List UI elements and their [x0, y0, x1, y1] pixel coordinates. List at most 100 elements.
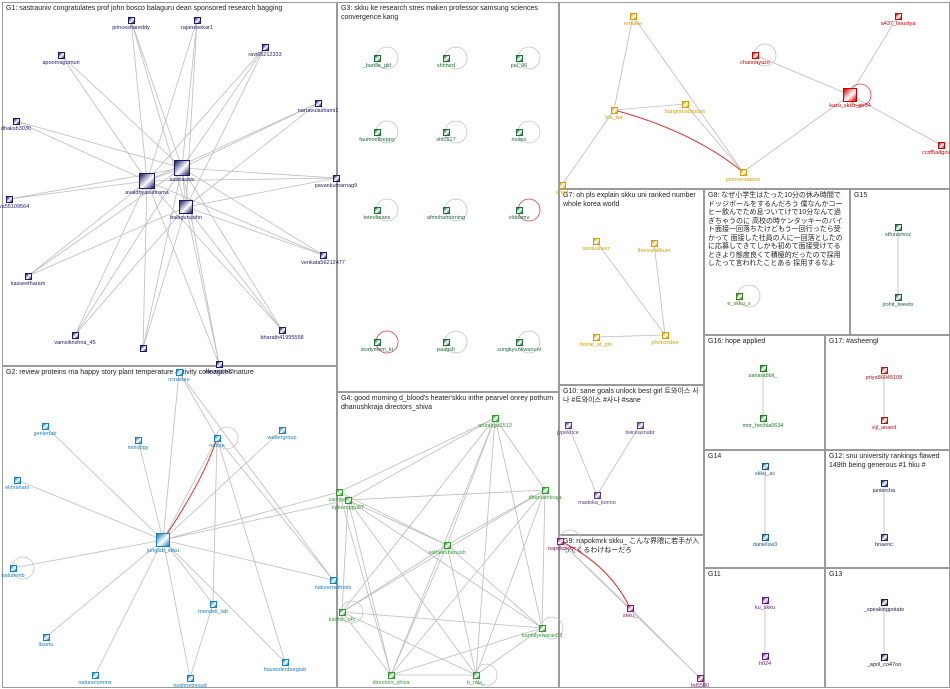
- node-madoka-konno[interactable]: [593, 491, 601, 499]
- group-title: G8: なぜ小学生はたった10分の休み時間でドッジボールをするんだろう 僕なんか…: [708, 192, 843, 267]
- node-molobgy[interactable]: [134, 436, 142, 444]
- node-stfuravivvz[interactable]: [894, 223, 902, 231]
- node-dhaksh3030[interactable]: [12, 117, 20, 125]
- node--bartlle-glrl[interactable]: [373, 54, 381, 62]
- node-kanhilyeaaran03[interactable]: [538, 624, 546, 632]
- node-jypekrice[interactable]: [564, 421, 572, 429]
- node-renalee[interactable]: [629, 12, 637, 20]
- node--april-co47oo[interactable]: [880, 653, 888, 661]
- node-zachnert[interactable]: [335, 488, 343, 496]
- graph-edge: [653, 242, 666, 336]
- node-ccdf5adgovlaxc[interactable]: [937, 141, 945, 149]
- node-eliorahani[interactable]: [13, 476, 21, 484]
- node-noayu[interactable]: [515, 128, 523, 136]
- node-priya86045108[interactable]: [880, 366, 888, 374]
- node-rajanesekar1[interactable]: [193, 16, 201, 24]
- node-sungkyunkwanuni[interactable]: [515, 338, 523, 346]
- node-noshnetmoud[interactable]: [186, 674, 194, 682]
- node-danielsw3[interactable]: [761, 533, 769, 541]
- node-studymem-kr[interactable]: [373, 338, 381, 346]
- node-janiercha[interactable]: [880, 479, 888, 487]
- node-ltsurtu[interactable]: [42, 633, 50, 641]
- node-directors-shiva[interactable]: [387, 671, 395, 679]
- node-naturemb[interactable]: [9, 564, 17, 572]
- node-paagsh[interactable]: [442, 338, 450, 346]
- node-shadow[interactable]: [558, 181, 566, 189]
- node-vijl-anand[interactable]: [880, 416, 888, 424]
- node-jrohit-tweets[interactable]: [894, 293, 902, 301]
- graph-edge: [341, 489, 546, 613]
- node-webergroup[interactable]: [278, 426, 286, 434]
- node--speakingpotato[interactable]: [880, 598, 888, 606]
- node-naturecomms[interactable]: [91, 671, 99, 679]
- node-vlddamv[interactable]: [515, 206, 523, 214]
- node-kasseetharam[interactable]: [24, 272, 32, 280]
- node-label: noayu: [511, 136, 527, 143]
- node-twiceasnabr[interactable]: [636, 421, 644, 429]
- node-tetevbeans[interactable]: [373, 206, 381, 214]
- node-kazu-skku-gtr34[interactable]: [843, 88, 857, 102]
- node-satheeshanush[interactable]: [443, 541, 451, 549]
- node-sastrauniv[interactable]: [174, 160, 190, 176]
- group-title: G13: [829, 571, 843, 578]
- node-balagurujohn[interactable]: [179, 200, 193, 214]
- node-princeshareddy[interactable]: [127, 16, 135, 24]
- group-panel-g6: [559, 2, 950, 189]
- node-skku-[interactable]: [626, 604, 634, 612]
- graph-edge: [632, 15, 744, 173]
- node-avaidhyasubrama[interactable]: [139, 173, 155, 189]
- node-sanarabbit-[interactable]: [759, 364, 767, 372]
- node-shl0917[interactable]: [442, 128, 450, 136]
- node-napokmrk[interactable]: [556, 537, 564, 545]
- node-ethiiva55109564[interactable]: [5, 195, 13, 203]
- node-apoornagurnuri[interactable]: [57, 51, 65, 59]
- node-label: stfuravivvz: [885, 231, 911, 238]
- node-vamsikrishna-45[interactable]: [71, 331, 79, 339]
- node-label: ku_skku: [754, 604, 776, 611]
- node-bharath41995558[interactable]: [278, 326, 286, 334]
- node-arunjaga2513[interactable]: [491, 414, 499, 422]
- node-ku-skku[interactable]: [761, 596, 769, 604]
- node-pal-96[interactable]: [515, 54, 523, 62]
- node-sampath[interactable]: [139, 344, 147, 352]
- node-karthic-ofc[interactable]: [338, 608, 346, 616]
- group-title: G4: good morning d_blood's heater'skku i…: [341, 395, 555, 411]
- node-b-raja[interactable]: [472, 671, 480, 679]
- node-bd5500[interactable]: [696, 674, 704, 682]
- node-bts-twt[interactable]: [610, 106, 618, 114]
- node-home-of-gin[interactable]: [592, 333, 600, 341]
- node-bnaeric[interactable]: [880, 533, 888, 541]
- node-mendell-lab[interactable]: [209, 600, 217, 608]
- node-narravulashami1[interactable]: [314, 99, 322, 107]
- node-nature[interactable]: [213, 434, 221, 442]
- node-mnr-hechia0634[interactable]: [759, 414, 767, 422]
- node-geniertab[interactable]: [41, 422, 49, 430]
- node-bangtanscholars[interactable]: [681, 100, 689, 108]
- node-ravi65212333[interactable]: [261, 43, 269, 51]
- node-label: directors_shiva: [372, 679, 410, 686]
- node-shhrvrd[interactable]: [442, 54, 450, 62]
- graph-edge: [475, 627, 543, 676]
- node-therealskkum[interactable]: [650, 239, 658, 247]
- node-a437-houstya[interactable]: [894, 12, 902, 20]
- node-skku-ac[interactable]: [761, 462, 769, 470]
- node-phokoodee[interactable]: [661, 331, 669, 339]
- node-varunajith23[interactable]: [215, 360, 223, 368]
- node-e-skku-s[interactable]: [735, 292, 743, 300]
- node-havandenburglab[interactable]: [281, 658, 289, 666]
- node-kpkeruppu07[interactable]: [344, 496, 352, 504]
- node-afmnhamorning[interactable]: [442, 206, 450, 214]
- node-naturemethods[interactable]: [329, 576, 337, 584]
- node-channayazo[interactable]: [751, 51, 759, 59]
- node-junglab-skku[interactable]: [156, 533, 170, 547]
- node-ncnature[interactable]: [175, 368, 183, 376]
- node-dhanushkraja[interactable]: [541, 486, 549, 494]
- node-faumoellseppy[interactable]: [373, 128, 381, 136]
- node-venkata56212477[interactable]: [319, 251, 327, 259]
- node-sanaulover[interactable]: [592, 237, 600, 245]
- node-pavankumarnag9[interactable]: [332, 174, 340, 182]
- node-h024[interactable]: [761, 652, 769, 660]
- graph-edge: [216, 437, 286, 663]
- node-joonversatoes[interactable]: [739, 168, 747, 176]
